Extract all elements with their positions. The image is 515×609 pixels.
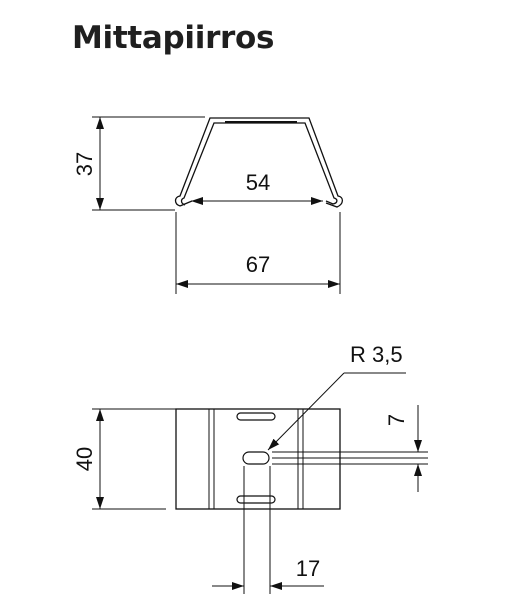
profile-outer-width-label: 67: [246, 252, 270, 277]
page-title: Mittapiirros: [72, 20, 275, 56]
profile-outline-outer: [174, 117, 344, 208]
profile-height-label: 37: [72, 152, 97, 176]
slot-center: [242, 451, 270, 465]
plate-view: [92, 372, 428, 594]
plate-slot-width-label: 17: [296, 556, 320, 581]
slot-bottom: [236, 495, 276, 504]
plate-height-label: 40: [72, 447, 97, 471]
slot-top: [236, 412, 276, 421]
plate-slot-offset-label: 7: [384, 414, 409, 426]
profile-view: [92, 116, 344, 294]
profile-inner-width-label: 54: [246, 170, 270, 195]
plate-outline: [175, 408, 341, 510]
plate-radius-label: R 3,5: [350, 342, 403, 367]
profile-outline-inner: [180, 122, 338, 206]
